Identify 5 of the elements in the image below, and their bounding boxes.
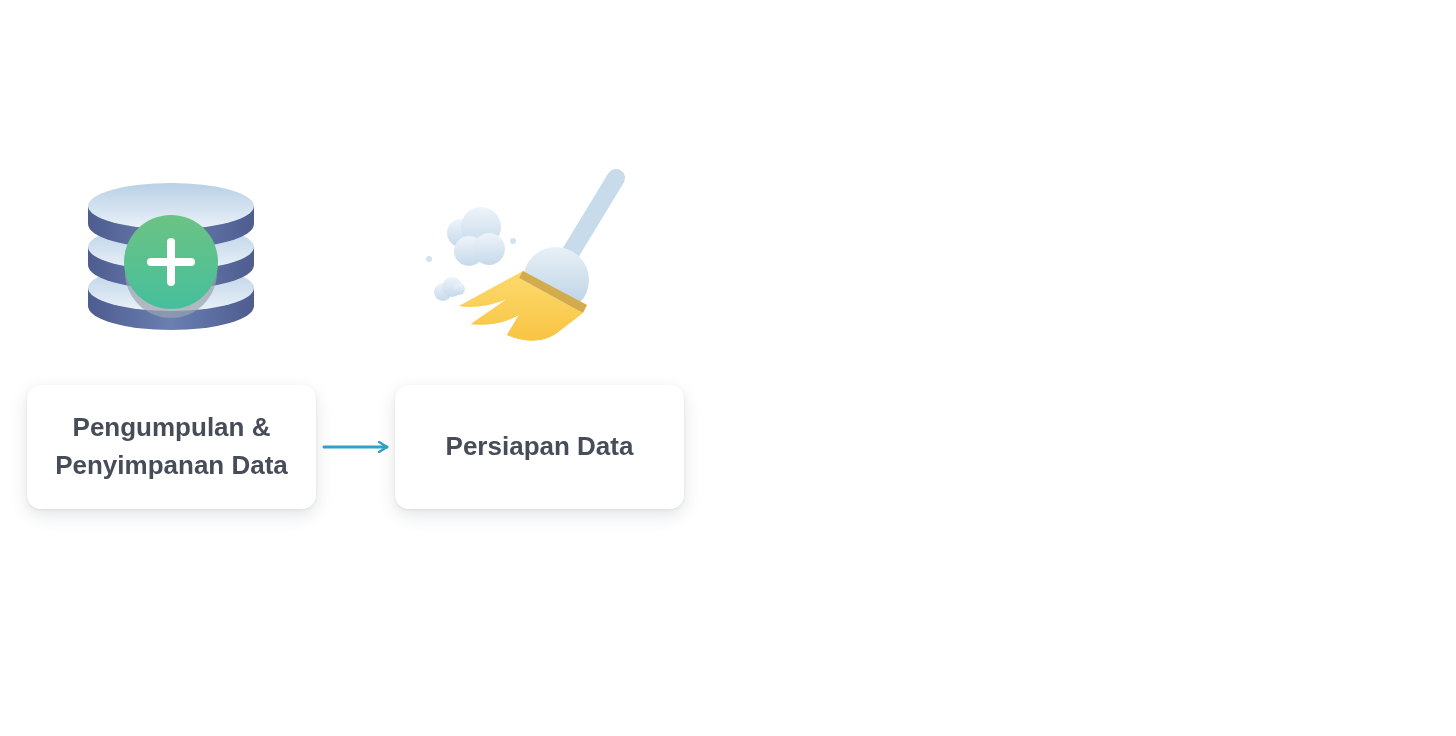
process-box: [395, 385, 684, 509]
process-box: [27, 385, 316, 509]
box-label: Persiapan Data: [445, 430, 634, 464]
arrow: [322, 440, 389, 454]
box-label: Pengumpulan & Penyimpanan Data: [54, 411, 289, 482]
